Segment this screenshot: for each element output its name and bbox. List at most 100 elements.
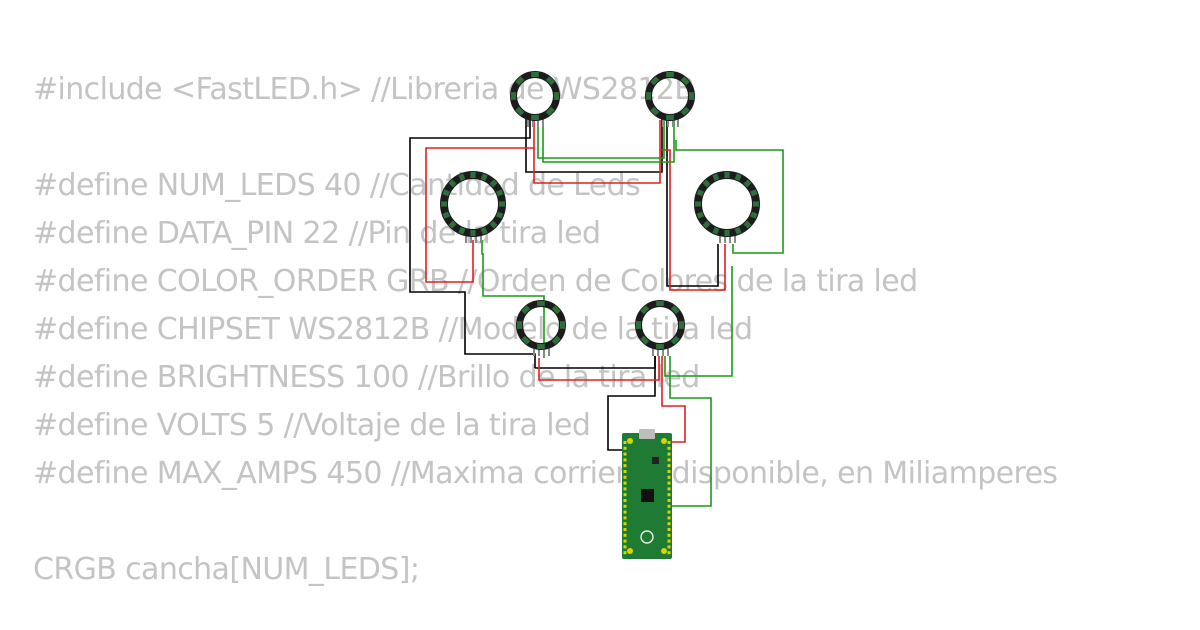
led-segment: [702, 179, 711, 188]
pin-pad-left: [623, 533, 627, 537]
pin-pad-left: [623, 441, 627, 444]
code-line: #define COLOR_ORDER GRB //Orden de Color…: [33, 264, 918, 299]
pin-pad-right: [667, 493, 671, 497]
led-segment: [666, 72, 674, 77]
pin-pad-left: [623, 481, 627, 485]
led-segment: [670, 305, 680, 315]
wire-data-6: [665, 356, 712, 507]
wire-vcc-4: [538, 356, 660, 381]
wire-data-3: [675, 140, 784, 254]
pin-pad-right: [667, 510, 671, 514]
code-line: #define BRIGHTNESS 100 //Brillo de la ti…: [33, 360, 700, 395]
led-segment: [666, 115, 674, 120]
led-segment: [712, 173, 720, 181]
pin-pad-right: [667, 464, 671, 468]
pin-pad-left: [623, 464, 627, 468]
code-line: #define NUM_LEDS 40 //Cantidad de Leds: [33, 168, 641, 203]
led-segment: [511, 92, 516, 100]
pin-pad-right: [667, 441, 671, 444]
led-segment: [470, 230, 476, 236]
led-segment: [656, 344, 664, 349]
led-segment: [480, 227, 488, 235]
wire-data-2: [542, 118, 675, 163]
wire-data-5: [664, 266, 733, 377]
pin-pad-right: [667, 539, 671, 543]
led-segment: [724, 230, 730, 236]
wire-gnd-2: [525, 118, 663, 173]
led-segment: [551, 305, 561, 315]
led-segment: [551, 335, 561, 345]
led-segment: [712, 227, 720, 235]
code-background: #include <FastLED.h> //Libreria de WS281…: [33, 66, 1058, 594]
pin-pad-left: [623, 539, 627, 543]
led-segment: [442, 211, 450, 219]
code-line: CRGB cancha[NUM_LEDS];: [33, 552, 420, 587]
led-segment: [670, 335, 680, 345]
led-segment: [448, 179, 457, 188]
led-segment: [517, 321, 522, 329]
wire-data-1: [537, 118, 665, 159]
led-segment: [496, 211, 504, 219]
led-ring-2: [645, 71, 695, 127]
pin-pad-left: [623, 551, 627, 555]
led-segment: [680, 76, 690, 86]
pin-pad-right: [667, 528, 671, 531]
pin-pad-left: [623, 504, 627, 508]
pin-pad-left: [623, 493, 627, 497]
led-segment: [743, 179, 752, 188]
led-segment: [545, 76, 555, 86]
led-segment: [734, 173, 742, 181]
led-segment: [689, 92, 694, 100]
led-segment: [750, 189, 758, 197]
led-segment: [458, 173, 466, 181]
pin-pad-right: [667, 446, 671, 450]
rp2040-chip: [641, 489, 654, 502]
led-segment: [640, 305, 650, 315]
pin-pad-left: [623, 510, 627, 514]
pin-pad-right: [667, 499, 671, 502]
led-segment: [515, 106, 525, 116]
led-segment: [734, 227, 742, 235]
led-segment: [515, 76, 525, 86]
pin-pad-left: [623, 522, 627, 526]
wire-vcc-1: [425, 118, 535, 283]
led-segment: [448, 220, 457, 229]
pin-pad-right: [667, 487, 671, 491]
led-ring-5: [516, 300, 566, 356]
led-segment: [480, 173, 488, 181]
led-segment: [743, 220, 752, 229]
wire-gnd-4: [535, 356, 656, 369]
led-segment: [696, 211, 704, 219]
code-line: #define VOLTS 5 //Voltaje de la tira led: [33, 408, 591, 443]
pin-pad-right: [667, 551, 671, 555]
pin-pad-left: [623, 499, 627, 502]
usb-connector: [639, 429, 655, 439]
wire-vcc-5: [661, 356, 686, 443]
led-segment: [537, 301, 545, 306]
led-ring-1: [510, 71, 560, 127]
led-segment: [441, 201, 447, 207]
pin-pad-right: [667, 545, 671, 549]
wire-vcc-3: [660, 149, 726, 291]
wire-gnd-5: [607, 356, 656, 451]
led-segment: [554, 92, 559, 100]
wire-gnd-1: [409, 118, 536, 368]
led-segment: [656, 301, 664, 306]
led-segment: [724, 172, 730, 178]
pin-pad-right: [667, 533, 671, 537]
pin-pad-left: [623, 458, 627, 462]
led-ring-4: [694, 171, 760, 243]
led-segment: [442, 189, 450, 197]
led-ring-3: [440, 171, 506, 243]
pin-pad-right: [667, 516, 671, 520]
pin-pad-right: [667, 458, 671, 462]
led-segment: [650, 106, 660, 116]
led-segment: [702, 220, 711, 229]
pin-pad-right: [667, 522, 671, 526]
wire-data-4: [481, 240, 545, 358]
led-segment: [753, 201, 759, 207]
pin-pad-right: [667, 452, 671, 456]
led-segment: [750, 211, 758, 219]
led-segment: [696, 189, 704, 197]
